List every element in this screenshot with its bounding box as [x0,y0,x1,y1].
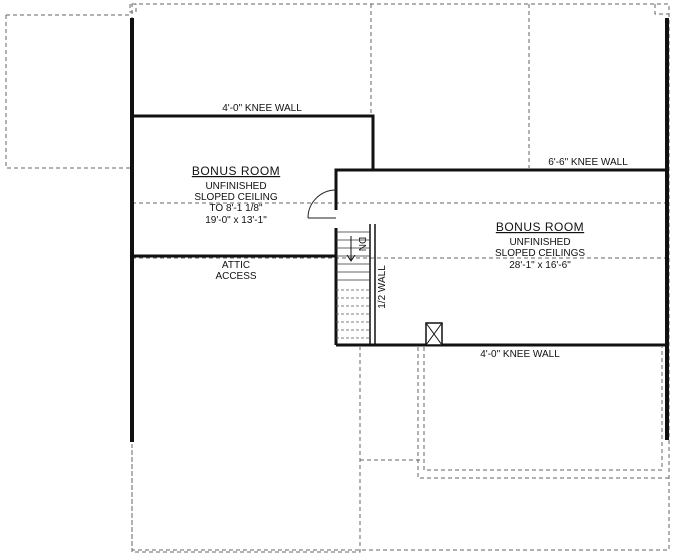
bonus-room-west-dims: 19'-0" x 13'-1" [205,215,267,226]
attic-access-line1: ATTIC [222,260,250,271]
bonus-room-west-line1: UNFINISHED [205,181,266,192]
attic-hatch-icon [425,322,443,346]
bonus-room-west-title: BONUS ROOM [192,164,280,178]
stair: DN [336,224,376,345]
knee-wall-right-label: 6'-6" KNEE WALL [548,157,628,168]
bonus-room-east-title: BONUS ROOM [496,220,584,234]
bonus-room-west-line2: SLOPED CEILING [194,192,278,203]
bonus-room-east: BONUS ROOM UNFINISHED SLOPED CEILINGS 28… [495,220,585,271]
knee-wall-top-label: 4'-0" KNEE WALL [222,103,302,114]
walls [130,18,669,442]
door-swing [307,189,337,219]
knee-wall-bottom-label: 4'-0" KNEE WALL [480,349,560,360]
bonus-room-west-line3: TO 8'-1 1/8" [209,203,263,214]
bonus-room-east-line2: SLOPED CEILINGS [495,248,585,259]
attic-access-line2: ACCESS [215,271,256,282]
half-wall-label: 1/2 WALL [377,265,388,309]
bonus-room-east-line1: UNFINISHED [509,237,570,248]
bonus-room-east-dims: 28'-1" x 16'-6" [509,260,571,271]
bonus-room-west: BONUS ROOM UNFINISHED SLOPED CEILING TO … [192,164,280,226]
stair-down-label: DN [356,237,367,251]
